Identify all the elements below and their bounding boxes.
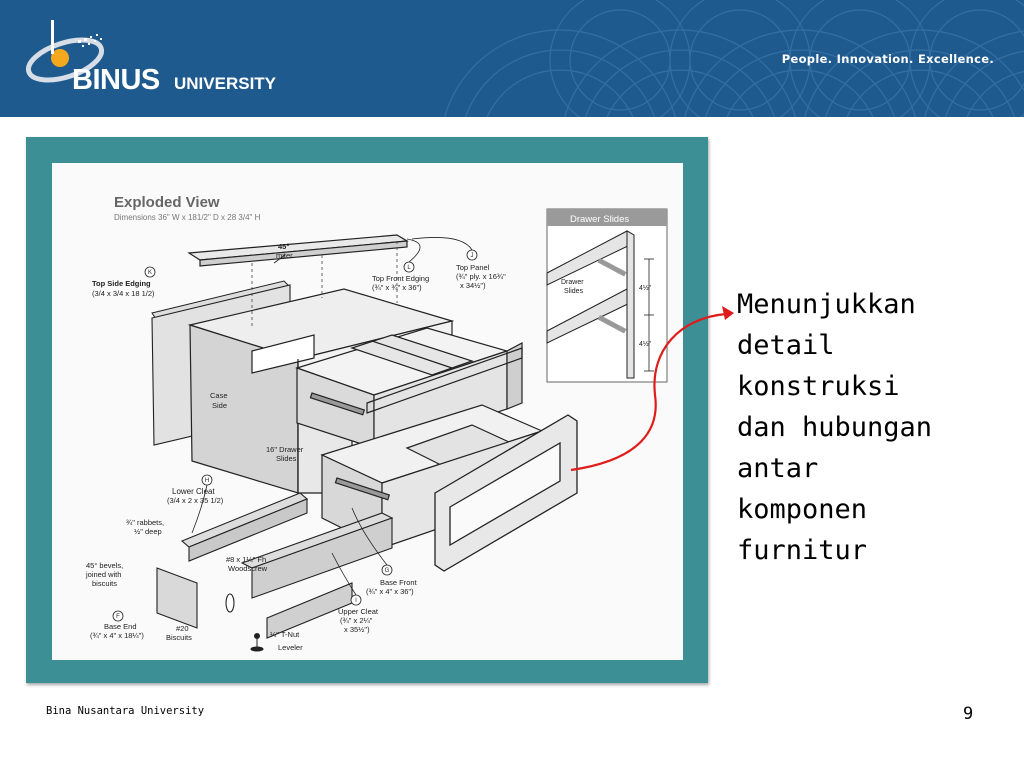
header-wave-pattern	[444, 0, 1024, 117]
label-upper-cleat-1: Upper Cleat	[338, 607, 379, 616]
header-bar: BINUS UNIVERSITY People. Innovation. Exc…	[0, 0, 1024, 117]
label-rabbets-1: ¾" rabbets,	[126, 518, 164, 527]
callout-letter-h: H	[205, 478, 209, 484]
label-top-panel-1: Top Panel	[456, 263, 490, 272]
caption-line: detail	[737, 330, 835, 361]
callout-letter-l: L	[407, 265, 411, 271]
top-panel-shape	[187, 234, 409, 267]
label-rabbets-2: ½" deep	[134, 527, 162, 536]
label-top-side-edging-1: Top Side Edging	[92, 279, 151, 288]
drawing-dimensions: Dimensions 36" W x 181/2" D x 28 3/4" H	[114, 213, 261, 222]
label-woodscrew-2: Woodscrew	[228, 564, 268, 573]
exploded-view-drawing: Exploded View Dimensions 36" W x 181/2" …	[52, 163, 683, 660]
label-top-panel-3: x 34½")	[460, 281, 486, 290]
label-upper-cleat-2: (¾" x 2¼"	[340, 616, 373, 625]
header-tagline: People. Innovation. Excellence.	[781, 52, 994, 66]
label-top-front-edging-1: Top Front Edging	[372, 274, 429, 283]
label-biscuits-2: Biscuits	[166, 633, 192, 642]
logo-suffix: UNIVERSITY	[174, 74, 277, 93]
caption-line: komponen	[737, 494, 868, 525]
label-bevels-2: joined with	[85, 570, 121, 579]
inset-label-1: Drawer	[561, 279, 584, 286]
binus-logo-mark	[25, 20, 105, 83]
label-base-end-1: Base End	[104, 622, 137, 631]
label-miter-2: miter	[276, 251, 293, 260]
caption-line: antar	[737, 453, 819, 484]
inset-dim-1: 4½"	[639, 284, 652, 292]
caption-line: furnitur	[737, 535, 868, 566]
label-case-side-2: Side	[212, 401, 227, 410]
label-lower-cleat-2: (3/4 x 2 x 35 1/2)	[167, 496, 224, 505]
logo-wordmark: BINUS	[72, 64, 160, 96]
drawer-front-shape	[434, 414, 578, 572]
footer-university-name: Bina Nusantara University	[46, 705, 205, 717]
base-parts-shape	[156, 492, 394, 639]
label-woodscrew-1: #8 x 1¼" Fh	[226, 555, 266, 564]
drawing-title: Exploded View	[114, 194, 220, 211]
drawer-slides-inset: Drawer Slides Drawer Slides 4½" 4½"	[546, 208, 668, 383]
callout-letter-k: K	[148, 270, 152, 276]
inset-label-2: Slides	[564, 288, 584, 295]
label-miter-1: 45°	[278, 242, 289, 251]
arrow-head-icon	[722, 306, 734, 320]
label-upper-cleat-3: x 35½")	[344, 625, 370, 634]
upper-drawer-shape	[295, 327, 523, 454]
label-drawer-slides-2: Slides	[276, 454, 297, 463]
label-top-front-edging-2: (¾" x ¾" x 36")	[372, 283, 422, 292]
label-tnut-2: Leveler	[278, 643, 303, 652]
label-biscuits-1: #20	[176, 624, 189, 633]
label-drawer-slides-1: 16" Drawer	[266, 445, 304, 454]
inset-dim-2: 4½"	[639, 340, 652, 348]
label-lower-cleat-1: Lower Cleat	[172, 487, 215, 496]
label-base-end-2: (¾" x 4" x 18¼")	[90, 631, 144, 640]
callout-letter-g: G	[385, 568, 390, 574]
label-base-front-2: (¾" x 4" x 36")	[366, 587, 414, 596]
label-bevels-1: 45° bevels,	[86, 561, 123, 570]
label-top-side-edging-2: (3/4 x 3/4 x 18 1/2)	[92, 289, 155, 298]
callout-letter-f: F	[116, 614, 120, 620]
caption-line: konstruksi	[737, 371, 900, 402]
slide-caption: Menunjukkan detail konstruksi dan hubung…	[737, 284, 1012, 571]
label-top-panel-2: (¾" ply. x 16¾"	[456, 272, 506, 281]
caption-line: Menunjukkan	[737, 289, 916, 320]
callout-letter-i: I	[355, 598, 357, 604]
label-case-side-1: Case	[210, 391, 228, 400]
label-tnut-1: ¼" T-Nut	[270, 630, 300, 639]
callout-letter-j: J	[471, 253, 474, 259]
inset-title: Drawer Slides	[570, 214, 629, 225]
caption-line: dan hubungan	[737, 412, 933, 443]
label-base-front-1: Base Front	[380, 578, 418, 587]
label-bevels-3: biscuits	[92, 579, 117, 588]
page-number: 9	[963, 704, 974, 724]
